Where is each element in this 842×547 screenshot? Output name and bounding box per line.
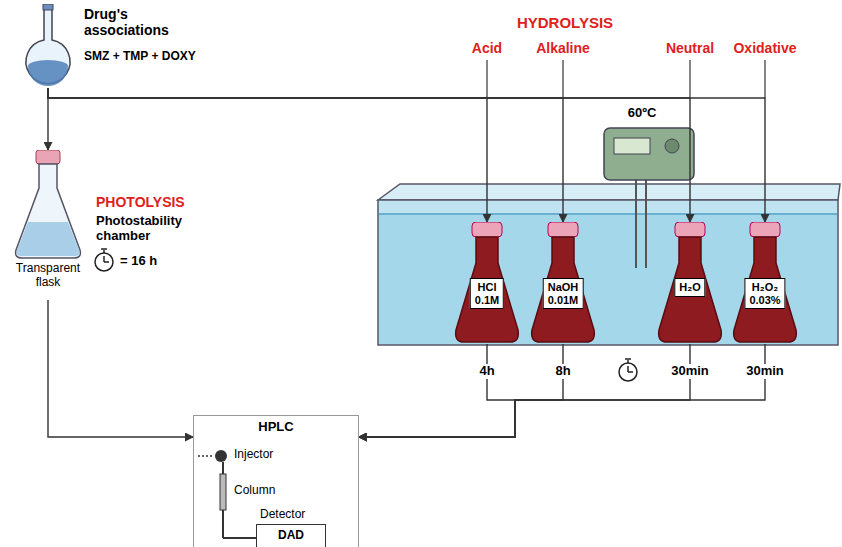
- water-bath: [378, 184, 840, 345]
- instrument-title: HPLC: [194, 420, 358, 435]
- shape-outline: [22, 4, 74, 88]
- reaction-flask: H₂O: [657, 222, 723, 344]
- text-label: 60ºC: [626, 106, 659, 121]
- feed-stub: [487, 60, 765, 98]
- flask-label: H₂O₂ 0.03%: [744, 278, 785, 309]
- flask-title: Drug's associations: [84, 6, 194, 38]
- text-label: Photostability chamber: [94, 214, 208, 244]
- flow-arrow: [48, 88, 765, 222]
- reaction-flask: H₂O₂ 0.03%: [732, 222, 798, 344]
- text-label: 8h: [552, 364, 573, 379]
- detector-name: DAD: [257, 529, 325, 543]
- flow-arrow: [48, 88, 690, 222]
- text-label: = 16 h: [118, 254, 159, 269]
- part-name: Detector: [260, 508, 305, 522]
- text-label: PHOTOLYSIS: [94, 194, 187, 210]
- detector-box: DAD: [256, 524, 326, 547]
- flask-label: HCl 0.1M: [470, 278, 504, 309]
- hplc-box: HPLC InjectorColumnDetectorDAD: [193, 415, 359, 547]
- part-name: Injector: [234, 448, 273, 462]
- flask-caption: Transparent flask: [8, 262, 88, 290]
- flow-arrow: [359, 344, 765, 437]
- text-label: Acid: [470, 40, 504, 56]
- part-name: Column: [234, 484, 275, 498]
- flow-arrow: [359, 344, 563, 437]
- text-label: HYDROLYSIS: [515, 14, 615, 31]
- drug-flask: Drug's associationsSMZ + TMP + DOXY: [22, 4, 292, 88]
- flow-arrow: [359, 344, 515, 437]
- shape-outline: [8, 150, 88, 260]
- drug-list: SMZ + TMP + DOXY: [84, 50, 196, 64]
- text-label: 30min: [668, 364, 712, 379]
- flow-arrow: [48, 88, 563, 222]
- flow-arrow: [359, 344, 690, 437]
- flask-label: H₂O: [674, 278, 705, 297]
- text-label: 30min: [743, 364, 787, 379]
- text-label: Oxidative: [731, 40, 798, 56]
- text-label: 4h: [476, 364, 497, 379]
- transparent-flask: Transparent flask: [8, 150, 88, 300]
- flow-arrow: [48, 300, 193, 437]
- flow-arrow: [48, 88, 487, 222]
- text-label: Alkaline: [534, 40, 592, 56]
- flask-label: NaOH 0.01M: [543, 278, 584, 309]
- reaction-flask: HCl 0.1M: [454, 222, 520, 344]
- text-label: Neutral: [664, 40, 716, 56]
- reaction-flask: NaOH 0.01M: [530, 222, 596, 344]
